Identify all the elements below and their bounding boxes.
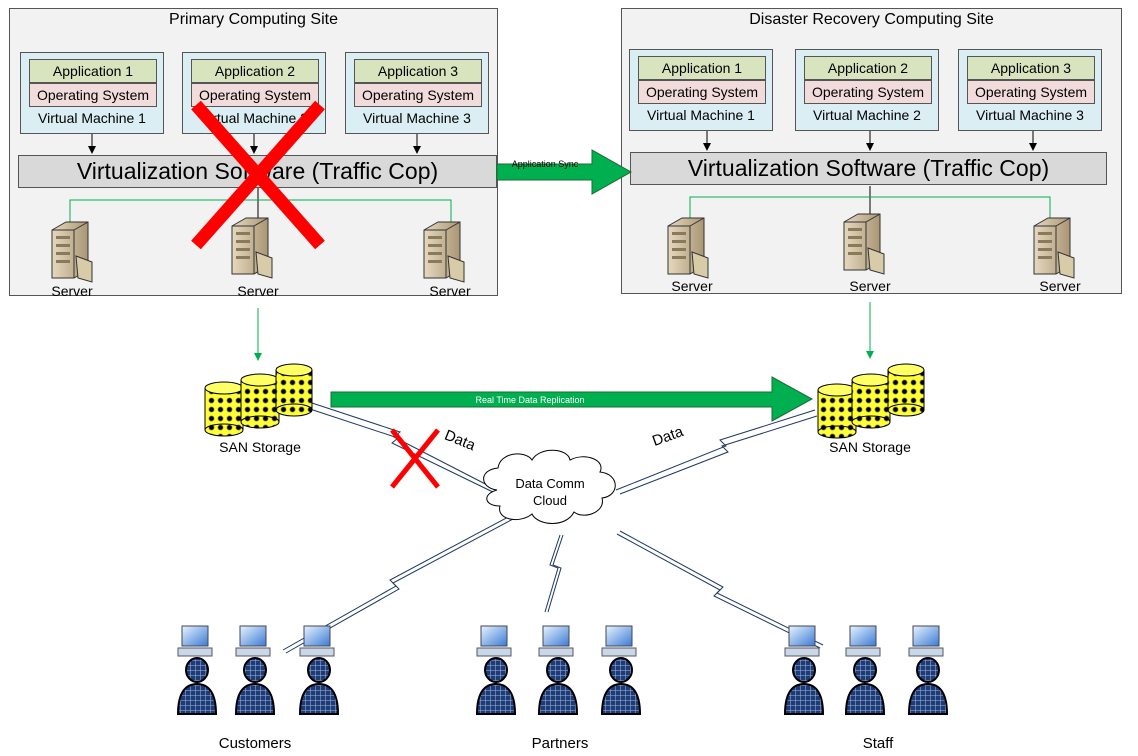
cloud-label-line1: Data Comm xyxy=(515,476,585,491)
application-label: Application 3 xyxy=(354,59,482,83)
os-label: Operating System xyxy=(191,83,319,107)
os-label: Operating System xyxy=(354,83,482,107)
primary-server-label-3: Server xyxy=(429,283,471,299)
primary-virtualization-layer: Virtualization Software (Traffic Cop) xyxy=(18,155,497,188)
data-replication-label: Real Time Data Replication xyxy=(475,395,585,405)
dr-server-label-3: Server xyxy=(1039,278,1081,294)
vm-label: Virtual Machine 2 xyxy=(813,107,921,123)
cloud-label-line2: Cloud xyxy=(533,493,567,508)
user-group-label-partners: Partners xyxy=(531,735,589,752)
user-group-label-customers: Customers xyxy=(218,735,292,752)
user-group-label-staff: Staff xyxy=(862,735,894,752)
application-label: Application 1 xyxy=(29,59,157,83)
primary-site-title: Primary Computing Site xyxy=(169,11,338,28)
primary-vm-3: Application 3 Operating System Virtual M… xyxy=(345,52,489,134)
application-label: Application 1 xyxy=(638,56,766,80)
application-label: Application 3 xyxy=(967,56,1095,80)
dr-vm-1: Application 1 Operating System Virtual M… xyxy=(629,49,773,131)
primary-vm-1: Application 1 Operating System Virtual M… xyxy=(20,52,164,134)
vm-label: Virtual Machine 2 xyxy=(200,110,308,126)
os-label: Operating System xyxy=(638,80,766,104)
application-sync-label: Application Sync xyxy=(511,159,579,169)
vm-label: Virtual Machine 1 xyxy=(38,110,146,126)
primary-vm-2: Application 2 Operating System Virtual M… xyxy=(182,52,326,134)
os-label: Operating System xyxy=(967,80,1095,104)
dr-vm-2: Application 2 Operating System Virtual M… xyxy=(795,49,939,131)
vm-label: Virtual Machine 3 xyxy=(976,107,1084,123)
dr-site-title: Disaster Recovery Computing Site xyxy=(749,11,994,28)
left-storage-label: SAN Storage xyxy=(219,439,301,455)
os-label: Operating System xyxy=(29,83,157,107)
os-label: Operating System xyxy=(804,80,932,104)
vm-label: Virtual Machine 3 xyxy=(363,110,471,126)
dr-vm-3: Application 3 Operating System Virtual M… xyxy=(958,49,1102,131)
dr-server-label-1: Server xyxy=(671,278,713,294)
right-storage-label: SAN Storage xyxy=(829,439,911,455)
vm-label: Virtual Machine 1 xyxy=(647,107,755,123)
primary-server-label-2: Server xyxy=(237,283,279,299)
primary-server-label-1: Server xyxy=(51,283,93,299)
dr-virtualization-layer: Virtualization Software (Traffic Cop) xyxy=(630,152,1107,185)
application-label: Application 2 xyxy=(191,59,319,83)
dr-server-label-2: Server xyxy=(849,278,891,294)
application-label: Application 2 xyxy=(804,56,932,80)
